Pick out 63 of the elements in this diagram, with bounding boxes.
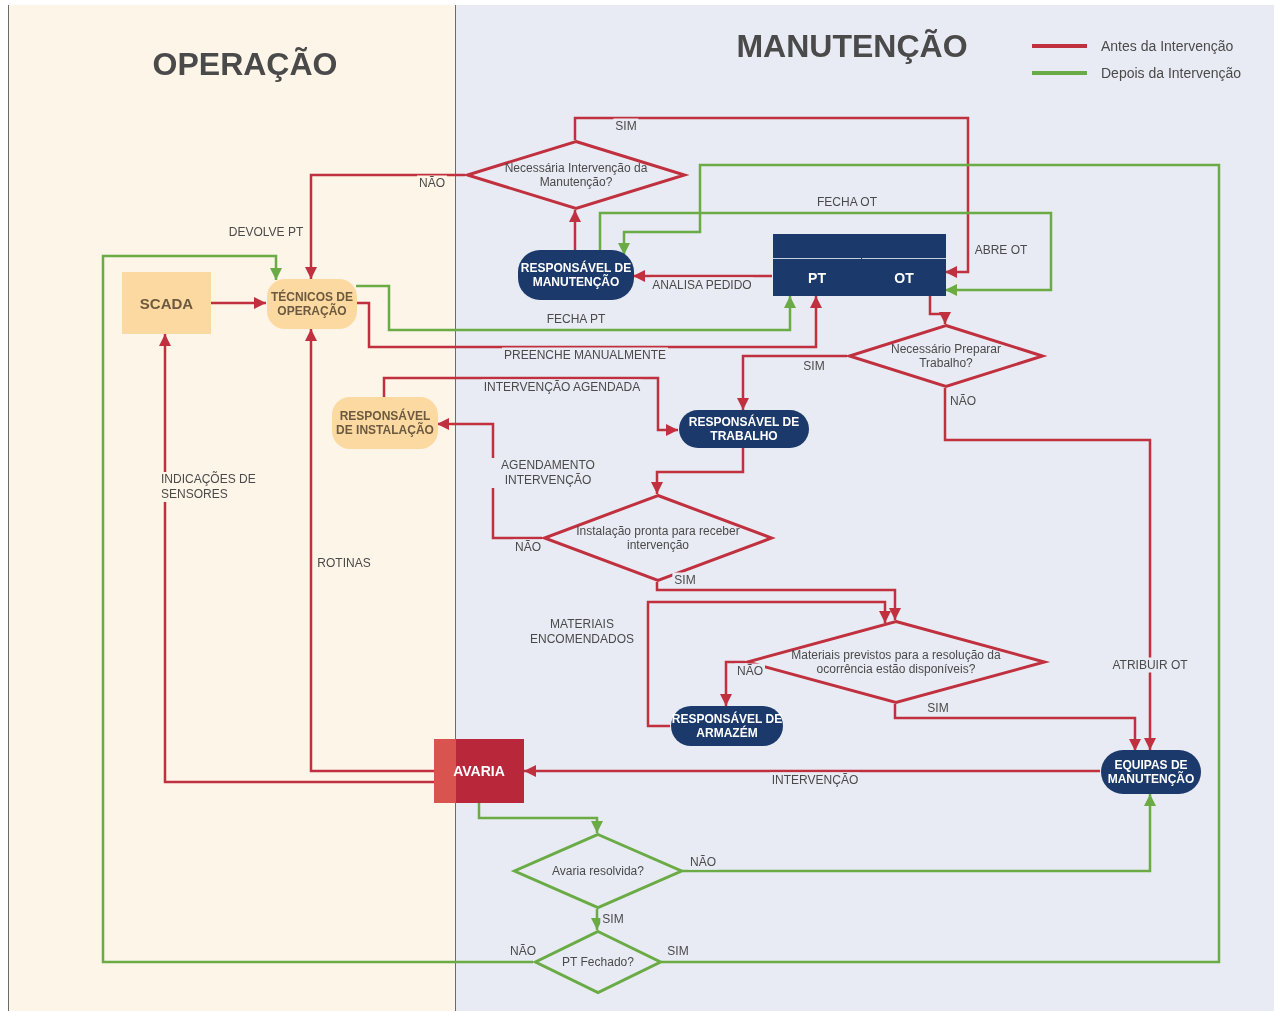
connector-arrow (591, 909, 603, 930)
connector-arrow (651, 448, 745, 494)
lane-title: OPERAÇÃO (152, 45, 338, 83)
connector-arrow (356, 284, 796, 332)
role-pill (332, 397, 438, 449)
connector-arrow (633, 270, 772, 282)
connector-arrow (305, 173, 465, 279)
node-label: RESPONSÁVEL DE ARMAZÉM (671, 711, 783, 741)
decision-diamond (513, 833, 683, 909)
connector-arrow (305, 329, 434, 773)
connector-arrow (720, 660, 745, 706)
connector-arrow (893, 704, 1141, 751)
node-label: Instalação pronta para receber intervenção (575, 523, 741, 553)
connector-arrow (928, 296, 951, 324)
connector-arrow (573, 116, 970, 278)
node-label: EQUIPAS DE MANUTENÇÃO (1106, 757, 1196, 787)
node-label: TÉCNICOS DE OPERAÇÃO (270, 289, 354, 319)
connector-arrow (569, 210, 581, 250)
swimlane (455, 5, 1274, 1011)
connector-arrow (943, 388, 1156, 750)
connector-arrow (356, 296, 822, 349)
swimlane (8, 5, 455, 1011)
flow-note: ATRIBUIR OT (1110, 657, 1190, 673)
connector-arrow (598, 211, 1053, 296)
connector-arrow (159, 334, 434, 784)
edge-label: NÃO (688, 854, 718, 870)
lane-title: MANUTENÇÃO (736, 27, 968, 65)
connector-arrow (737, 354, 847, 410)
failure-box (434, 739, 524, 803)
node-label: Avaria resolvida? (551, 863, 645, 879)
connector-arrow (646, 600, 891, 728)
edge-label: INTERVENÇÃO AGENDADA (481, 379, 643, 395)
edge-label: INTERVENÇÃO (769, 772, 861, 788)
node-label: PT Fechado? (561, 954, 635, 970)
connector-arrow (477, 803, 603, 833)
legend-label: Antes da Intervenção (1101, 38, 1234, 54)
node-label: OT (894, 269, 914, 286)
decision-diamond (534, 930, 662, 994)
node-label: RESPONSÁVEL DE TRABALHO (687, 414, 801, 444)
connector-arrow (618, 163, 1221, 964)
role-pill (267, 279, 357, 329)
connector-arrow (682, 794, 1156, 873)
role-pill (1101, 750, 1201, 794)
node-label: SCADA (139, 294, 194, 312)
system-table (773, 234, 946, 296)
connector-arrow (210, 297, 266, 309)
edge-label: SIM (600, 911, 626, 927)
node-label: Necessário Preparar Trabalho? (889, 341, 1002, 371)
node-label: PT (808, 269, 826, 286)
role-pill (518, 250, 634, 300)
connector-arrow (382, 376, 678, 436)
node-label: AVARIA (453, 763, 505, 779)
role-pill (679, 410, 809, 448)
connector-arrow (524, 765, 1100, 777)
legend-label: Depois da Intervenção (1101, 65, 1242, 81)
node-label: Materiais previstos para a resolução da ocorrência estão disponíveis? (790, 647, 1002, 677)
system-box (122, 272, 211, 334)
node-label: RESPONSÁVEL DE MANUTENÇÃO (519, 260, 633, 290)
decision-diamond (543, 494, 773, 582)
connector-arrow (101, 254, 533, 964)
node-label: RESPONSÁVEL DE INSTALAÇÃO (335, 408, 435, 438)
connector-arrow (655, 582, 901, 620)
node-label: Necessária Intervenção da Manutenção? (503, 160, 649, 190)
